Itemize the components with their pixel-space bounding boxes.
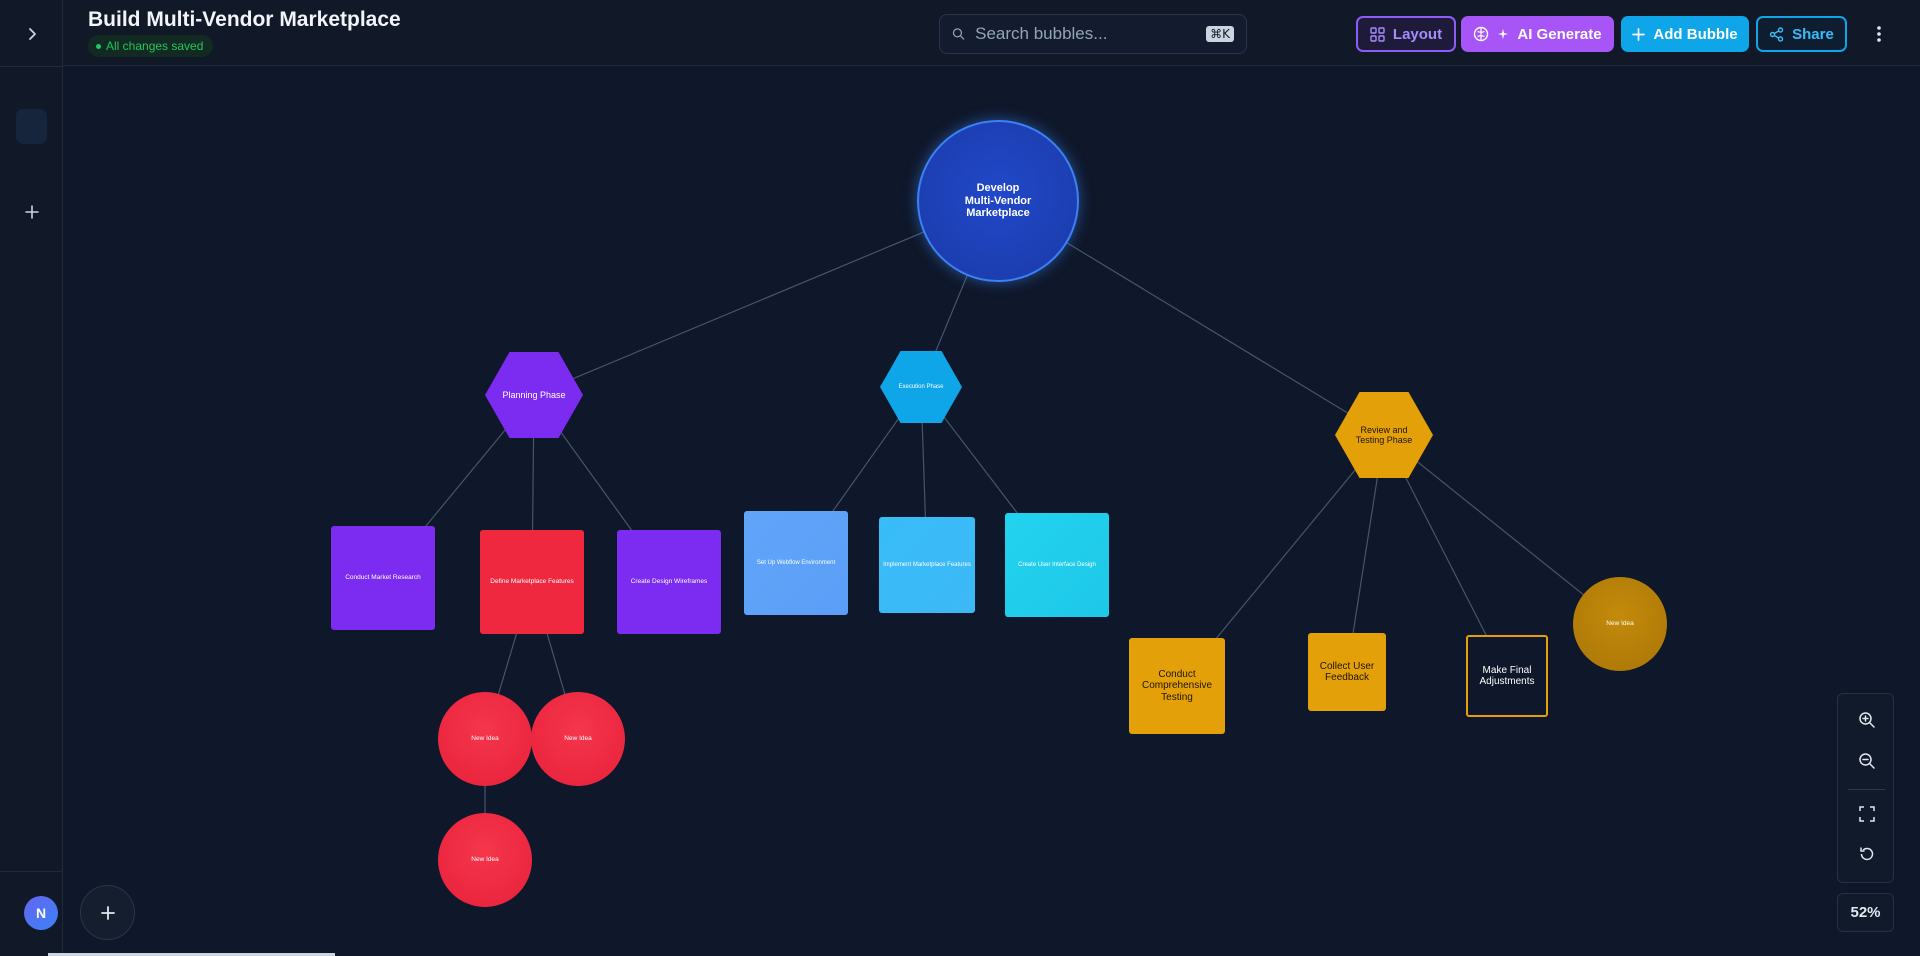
bubble-define-features[interactable]: Define Marketplace Features [480,530,584,634]
connection-line [533,200,999,396]
connection-line [1383,434,1621,625]
bubble-label: Review and Testing Phase [1355,424,1413,445]
search-shortcut-badge: ⌘K [1206,26,1234,42]
bubble-label: Planning Phase [502,389,566,400]
zoom-controls [1837,693,1894,883]
bubble-new-idea[interactable]: New Idea [1573,577,1667,671]
chevron-right-icon [28,28,36,40]
zoom-in-button[interactable] [1838,702,1895,738]
page-title: Build Multi-Vendor Marketplace [88,8,401,31]
bubble-root[interactable]: Develop Multi-Vendor Marketplace [917,120,1079,282]
add-bubble-button[interactable]: Add Bubble [1621,16,1749,52]
share-button[interactable]: Share [1756,16,1847,52]
zoom-in-icon [1858,712,1875,728]
bubble-label: New Idea [471,735,499,743]
reset-view-button[interactable] [1838,836,1895,872]
bubble-design-wireframes[interactable]: Create Design Wireframes [617,530,721,634]
user-avatar[interactable]: N [24,896,58,930]
bubble-label: Create Design Wireframes [630,578,708,586]
status-dot-icon [96,43,101,49]
save-status-badge: All changes saved [88,35,214,57]
search-input[interactable] [975,24,1197,44]
bubble-user-feedback[interactable]: Collect User Feedback [1308,633,1386,711]
bubble-label: Conduct Market Research [345,574,421,582]
sparkles-icon [1498,29,1509,39]
expand-sidebar-button[interactable] [0,14,63,54]
bubble-comprehensive-testing[interactable]: Conduct Comprehensive Testing [1129,638,1225,734]
bubble-market-research[interactable]: Conduct Market Research [331,526,435,630]
search-box[interactable]: ⌘K [939,14,1247,54]
bubble-label: Make Final Adjustments [1479,664,1535,688]
layout-button-label: Layout [1392,25,1443,43]
layout-button[interactable]: Layout [1356,16,1456,52]
ai-generate-label: AI Generate [1517,25,1602,43]
bubble-new-idea[interactable]: New Idea [531,692,625,786]
bubble-label: Execution Phase [898,383,944,390]
add-bubble-fab[interactable] [80,885,135,940]
zoom-level-indicator: 52% [1837,893,1894,932]
fit-view-button[interactable] [1838,796,1895,832]
zoom-out-button[interactable] [1838,743,1895,779]
bubble-label: New Idea [564,735,592,743]
grid-icon [1370,26,1385,42]
maximize-icon [1858,806,1875,822]
plus-icon [24,205,39,219]
bubble-new-idea[interactable]: New Idea [438,692,532,786]
zoom-divider [1848,789,1885,790]
add-bubble-label: Add Bubble [1653,25,1738,43]
plus-icon [1632,27,1646,41]
bubble-ui-design[interactable]: Create User Interface Design [1005,513,1109,617]
bubble-label: Implement Marketplace Features [883,561,971,568]
more-vertical-icon [1877,26,1881,42]
ai-generate-button[interactable]: AI Generate [1461,16,1614,52]
sidebar-item-active[interactable] [16,109,47,144]
bubble-label: New Idea [1606,620,1634,628]
sidebar-add-button[interactable] [0,192,63,232]
sidebar-divider [0,66,63,67]
more-options-button[interactable] [1867,16,1891,52]
search-icon [952,28,965,40]
share-icon [1769,26,1784,42]
share-label: Share [1792,25,1834,43]
zoom-out-icon [1858,753,1875,769]
bubble-label: New Idea [471,856,499,864]
bubble-label: Conduct Comprehensive Testing [1141,668,1213,703]
bubble-webflow-environment[interactable]: Set Up Webflow Environment [744,511,848,615]
bubble-label: Set Up Webflow Environment [756,559,836,566]
bubble-final-adjustments[interactable]: Make Final Adjustments [1466,635,1548,717]
sidebar: N [0,0,63,956]
bubble-review-testing-phase[interactable]: Review and Testing Phase [1335,392,1433,478]
bubble-label: Collect User Feedback [1319,660,1375,684]
rotate-ccw-icon [1859,847,1873,861]
sidebar-divider [0,871,63,872]
bubble-implement-features[interactable]: Implement Marketplace Features [879,517,975,613]
brain-icon [1474,26,1489,42]
top-header: Build Multi-Vendor Marketplace All chang… [63,0,1920,66]
bubble-label: Define Marketplace Features [490,578,574,586]
bubble-label: Develop Multi-Vendor Marketplace [964,182,1032,220]
bubble-execution-phase[interactable]: Execution Phase [880,351,962,423]
save-status-text: All changes saved [106,39,204,53]
bubble-new-idea[interactable]: New Idea [438,813,532,907]
mind-map-canvas[interactable]: Develop Multi-Vendor Marketplace Plannin… [63,66,1920,956]
bubble-label: Create User Interface Design [1018,561,1096,568]
plus-icon [100,905,115,920]
scroll-indicator [48,953,335,956]
